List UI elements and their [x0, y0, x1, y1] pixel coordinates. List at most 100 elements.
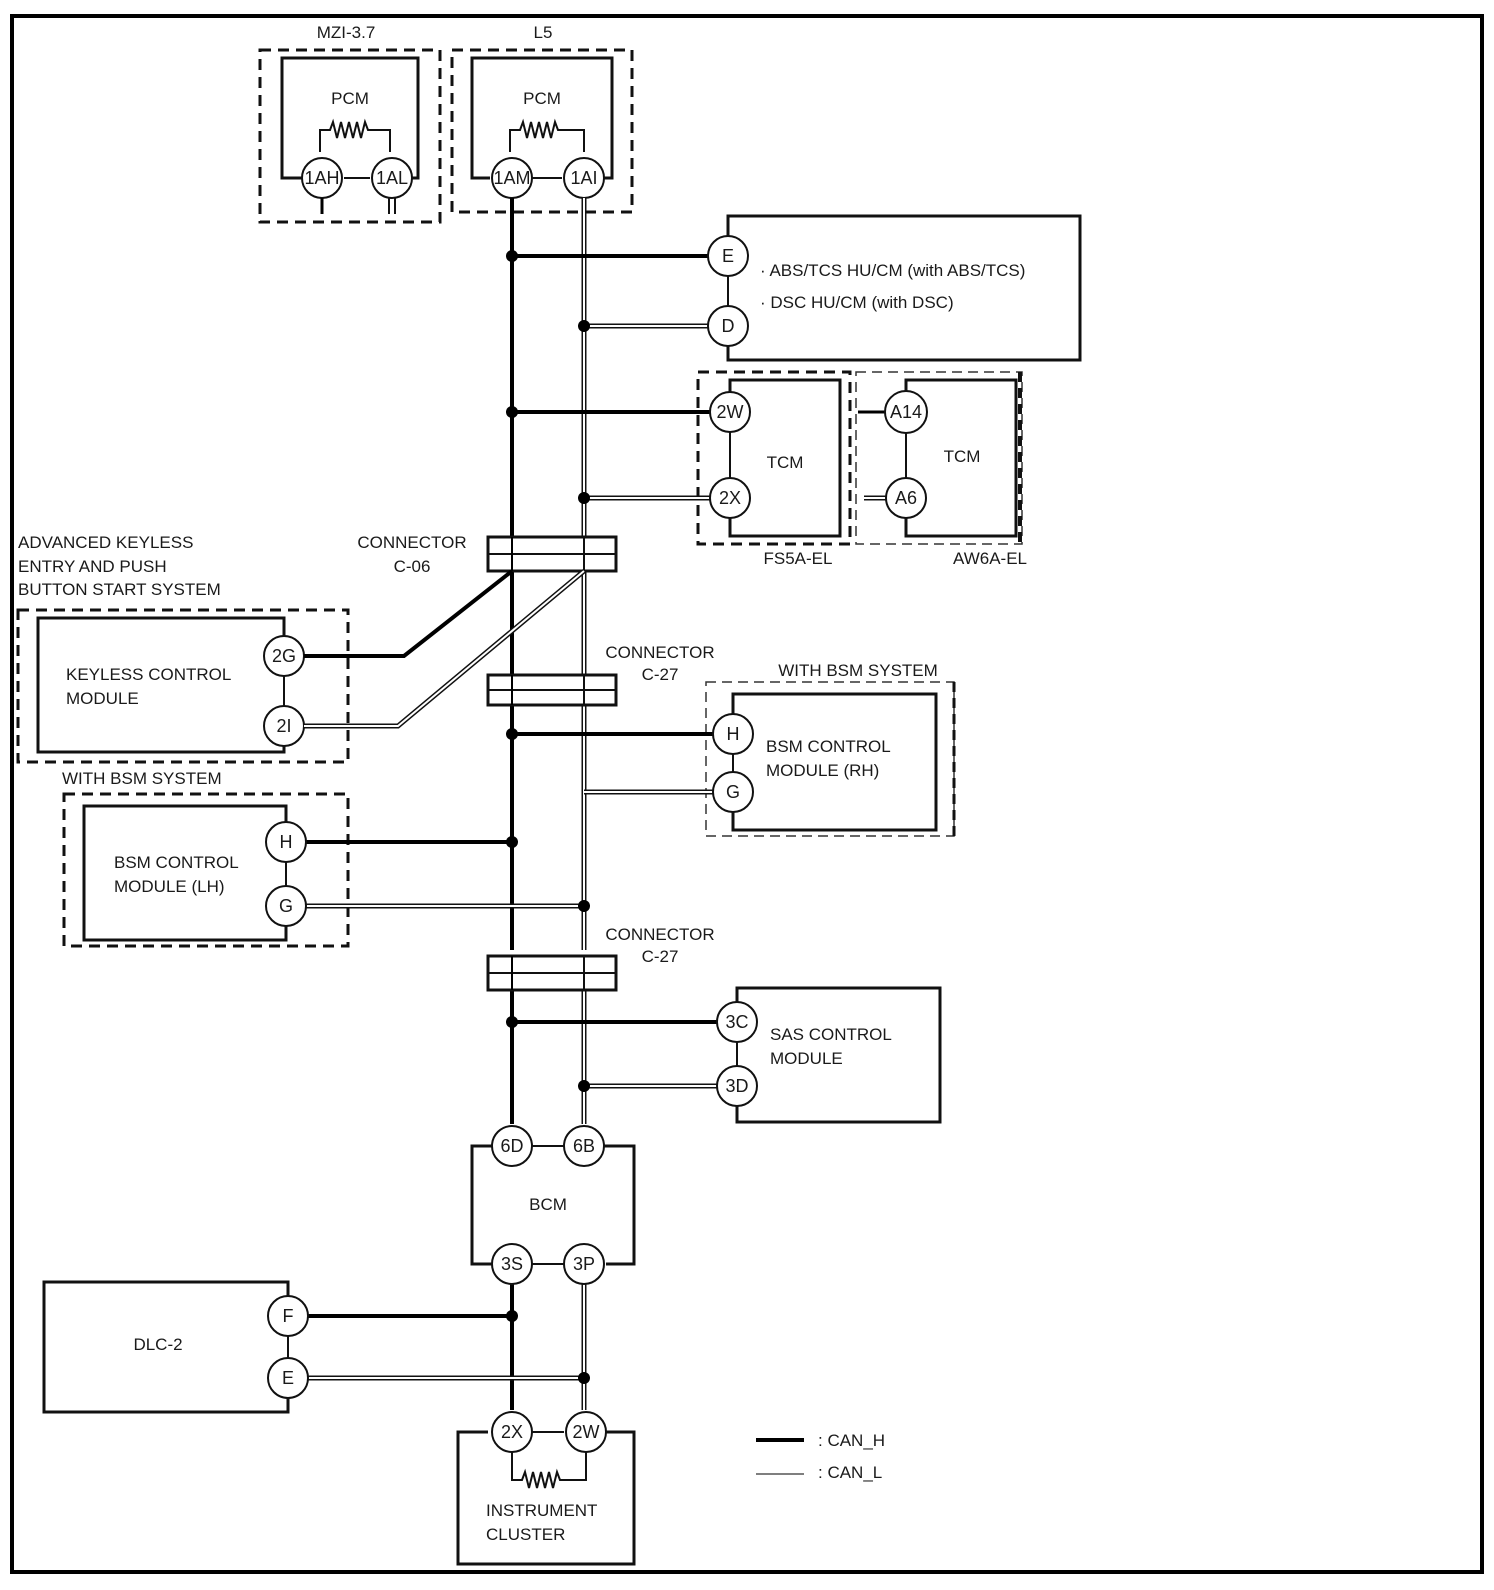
junction-dot	[506, 406, 518, 418]
cluster-terminating-resistor-icon	[511, 1452, 587, 1489]
pin-2i-keyless-label: 2I	[276, 716, 291, 736]
pin-2x-tcm	[709, 477, 751, 519]
bcm-box	[470, 1144, 492, 1266]
pin-h-bsm-rh-label: H	[727, 724, 740, 744]
pcm-mzi-module-group: MZI-3.7 PCM 1AH 1AL	[258, 23, 442, 224]
diagram-frame	[10, 14, 1484, 1574]
junction-dot	[506, 1016, 518, 1028]
pcm-mzi-option-boundary	[258, 48, 442, 224]
junction-dot	[506, 836, 518, 848]
tcm-fs5a-option-boundary	[696, 370, 852, 546]
dlc-box	[42, 1280, 290, 1414]
pin-1am-label: 1AM	[493, 168, 530, 188]
keyless-group-line-1: ADVANCED KEYLESS	[18, 533, 193, 552]
pin-h-bsm-rh	[712, 713, 754, 755]
connector-c27-lower-label: CONNECTOR	[605, 925, 714, 944]
tcm-aw6a-option-boundary	[855, 371, 1023, 545]
bsm-lh-name-line-1: BSM CONTROL	[114, 853, 239, 872]
junction-dot	[578, 492, 590, 504]
bsm-rh-box	[731, 692, 938, 832]
pin-2w-tcm	[709, 391, 751, 433]
pcm-l5-box	[470, 56, 614, 180]
tcm-aw6a-variant-label: AW6A-EL	[953, 549, 1027, 568]
connector-c27-upper: CONNECTOR C-27	[486, 643, 715, 707]
keyless-name-line-2: MODULE	[66, 689, 139, 708]
pcm-l5-option-boundary	[450, 48, 634, 214]
bsm-lh-module-group: WITH BSM SYSTEM H G BSM CONTROL MODULE (…	[62, 769, 590, 948]
pin-e-abs-label: E	[722, 246, 734, 266]
bcm-name: BCM	[529, 1195, 567, 1214]
bsm-rh-name-line-1: BSM CONTROL	[766, 737, 891, 756]
pin-f-dlc-label: F	[283, 1306, 294, 1326]
pin-6b-bcm	[563, 1125, 605, 1167]
legend-can-l-label: : CAN_L	[818, 1463, 882, 1482]
connector-c06-label: CONNECTOR	[357, 533, 466, 552]
pin-2g-keyless-label: 2G	[272, 646, 296, 666]
pin-e-dlc-label: E	[282, 1368, 294, 1388]
pin-6b-bcm-label: 6B	[573, 1136, 595, 1156]
junction-dot	[578, 1080, 590, 1092]
pin-f-dlc	[267, 1295, 309, 1337]
pin-h-bsm-lh	[265, 821, 307, 863]
pin-2x-cluster	[491, 1411, 533, 1453]
junction-dot	[578, 320, 590, 332]
abs-dsc-module-group: E D · ABS/TCS HU/CM (with ABS/TCS) · DSC…	[506, 214, 1082, 362]
cluster-module-group: 2X 2W INSTRUMENT CLUSTER	[456, 1411, 636, 1566]
keyless-option-boundary	[16, 608, 350, 764]
pcm-l5-variant-label: L5	[534, 23, 553, 42]
pin-g-bsm-rh	[712, 771, 754, 813]
keyless-box	[36, 616, 286, 754]
pin-e-dlc	[267, 1357, 309, 1399]
abs-tcs-label: · ABS/TCS HU/CM (with ABS/TCS)	[760, 261, 1025, 280]
connector-c27-upper-id: C-27	[642, 665, 679, 684]
pin-3c-sas-label: 3C	[725, 1012, 748, 1032]
bcm-module-group: 6D 6B 3S 3P BCM	[470, 1125, 636, 1285]
pin-3c-sas	[716, 1001, 758, 1043]
cluster-name-line-1: INSTRUMENT	[486, 1501, 597, 1520]
tcm-fs5a-name: TCM	[767, 453, 804, 472]
pin-1ah-label: 1AH	[304, 168, 339, 188]
bsm-rh-option-boundary	[705, 681, 955, 837]
junction-dot	[578, 900, 590, 912]
tcm-aw6a-name: TCM	[944, 447, 981, 466]
keyless-group-line-3: BUTTON START SYSTEM	[18, 580, 221, 599]
pin-g-bsm-lh	[265, 885, 307, 927]
pcm-mzi-name: PCM	[331, 89, 369, 108]
keyless-group-line-2: ENTRY AND PUSH	[18, 557, 167, 576]
junction-dot	[506, 250, 518, 262]
pin-d-abs	[707, 305, 749, 347]
sas-module-group: 3C 3D SAS CONTROL MODULE	[506, 986, 942, 1124]
sas-name-line-2: MODULE	[770, 1049, 843, 1068]
pin-d-abs-label: D	[722, 316, 735, 336]
pin-6d-bcm	[491, 1125, 533, 1167]
pcm-l5-module-group: L5 PCM 1AM 1AI	[450, 23, 634, 214]
bsm-lh-option-boundary	[62, 792, 350, 948]
connector-c06: CONNECTOR C-06	[357, 533, 618, 576]
bsm-lh-name-line-2: MODULE (LH)	[114, 877, 225, 896]
pcm-mzi-box	[280, 56, 420, 180]
pcm-mzi-variant-label: MZI-3.7	[317, 23, 376, 42]
pcm-l5-terminating-resistor-icon	[509, 118, 585, 152]
pcm-l5-name: PCM	[523, 89, 561, 108]
dsc-label: · DSC HU/CM (with DSC)	[760, 293, 954, 312]
connector-c06-id: C-06	[394, 557, 431, 576]
junction-dot	[506, 728, 518, 740]
legend: : CAN_H : CAN_L	[756, 1431, 885, 1482]
bsm-rh-name-line-2: MODULE (RH)	[766, 761, 879, 780]
pin-a14-tcm	[884, 390, 928, 434]
junction-dot	[506, 1310, 518, 1322]
pin-1ai-label: 1AI	[570, 168, 597, 188]
pin-g-bsm-rh-label: G	[726, 782, 740, 802]
pin-a6-tcm	[885, 477, 927, 519]
legend-can-h-label: : CAN_H	[818, 1431, 885, 1450]
dlc-module-group: F E DLC-2	[42, 1280, 590, 1414]
pin-2w-cluster-label: 2W	[573, 1422, 600, 1442]
tcm-fs5a-variant-label: FS5A-EL	[764, 549, 833, 568]
cluster-name-line-2: CLUSTER	[486, 1525, 565, 1544]
pin-a6-tcm-label: A6	[895, 488, 917, 508]
pin-h-bsm-lh-label: H	[280, 832, 293, 852]
pcm-mzi-terminating-resistor-icon	[319, 118, 391, 152]
bsm-rh-group-label: WITH BSM SYSTEM	[778, 661, 938, 680]
pin-3s-bcm-label: 3S	[501, 1254, 523, 1274]
